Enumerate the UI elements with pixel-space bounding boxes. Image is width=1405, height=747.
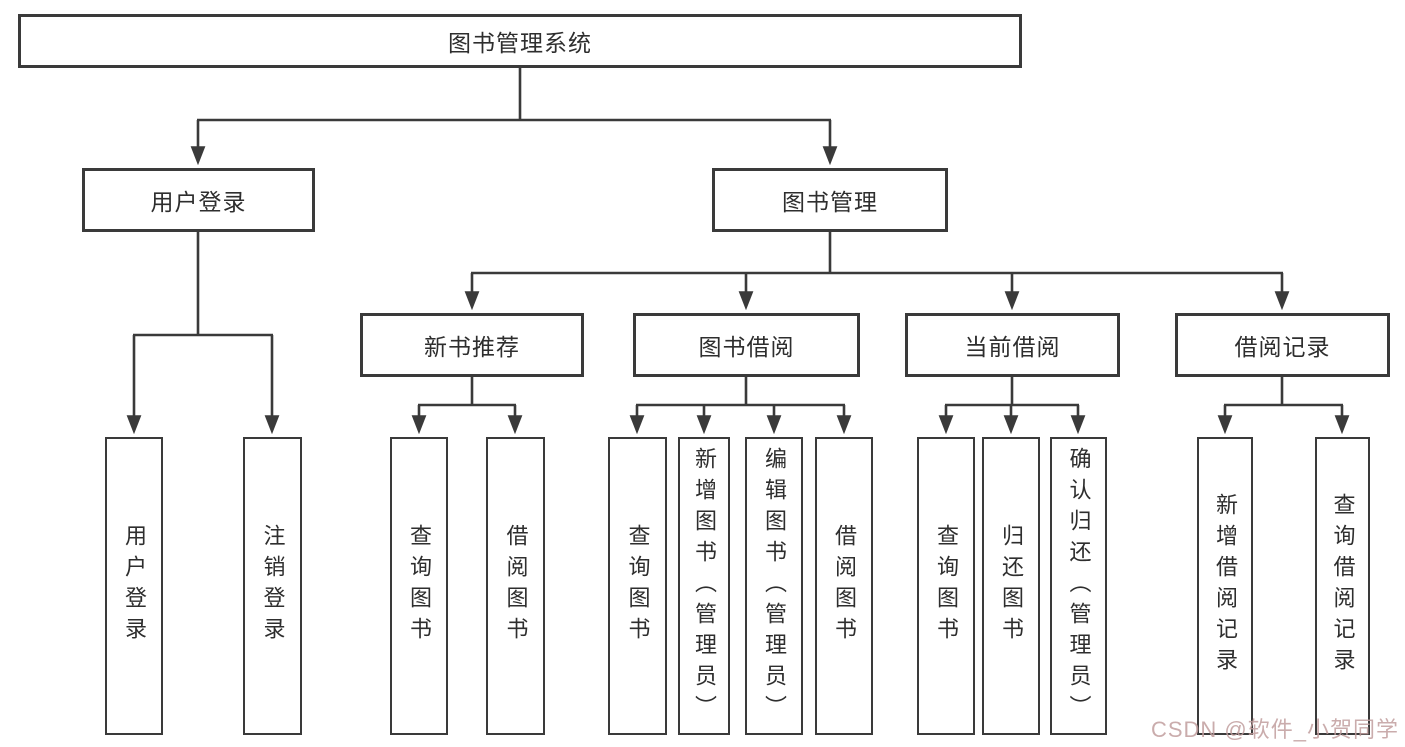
node-book-management: 图书管理 <box>712 168 948 232</box>
leaf-label: 借阅图书 <box>832 524 857 648</box>
leaf-confirm-return-admin: 确认归还（管理员） <box>1050 437 1107 735</box>
leaf-return-book: 归还图书 <box>982 437 1040 735</box>
leaf-label: 查询借阅记录 <box>1330 493 1356 679</box>
leaf-borrow-books: 借阅图书 <box>815 437 873 735</box>
node-book-borrow: 图书借阅 <box>633 313 860 377</box>
node-library-management-system: 图书管理系统 <box>18 14 1022 68</box>
leaf-label: 新增图书（管理员） <box>692 446 717 726</box>
leaf-label: 编辑图书（管理员） <box>762 446 787 726</box>
leaf-label: 注销登录 <box>260 524 286 648</box>
leaf-label: 查询图书 <box>625 524 651 648</box>
leaf-query-borrow-record: 查询借阅记录 <box>1315 437 1370 735</box>
node-new-book-recommend: 新书推荐 <box>360 313 584 377</box>
leaf-label: 查询图书 <box>934 524 959 648</box>
leaf-label: 查询图书 <box>407 524 432 648</box>
node-user-login: 用户登录 <box>82 168 315 232</box>
node-current-borrow: 当前借阅 <box>905 313 1120 377</box>
leaf-label: 新增借阅记录 <box>1213 493 1238 679</box>
leaf-logout: 注销登录 <box>243 437 302 735</box>
leaf-label: 归还图书 <box>999 524 1024 648</box>
leaf-query-books-borrow: 查询图书 <box>608 437 667 735</box>
leaf-edit-book-admin: 编辑图书（管理员） <box>745 437 803 735</box>
leaf-add-book-admin: 新增图书（管理员） <box>678 437 730 735</box>
leaf-borrow-books-recommend: 借阅图书 <box>486 437 545 735</box>
leaf-add-borrow-record: 新增借阅记录 <box>1197 437 1253 735</box>
node-borrow-records: 借阅记录 <box>1175 313 1390 377</box>
leaf-user-login: 用户登录 <box>105 437 163 735</box>
leaf-label: 借阅图书 <box>503 524 529 648</box>
leaf-label: 用户登录 <box>122 524 147 648</box>
leaf-query-books-current: 查询图书 <box>917 437 975 735</box>
leaf-label: 确认归还（管理员） <box>1066 446 1092 726</box>
leaf-query-books-recommend: 查询图书 <box>390 437 448 735</box>
